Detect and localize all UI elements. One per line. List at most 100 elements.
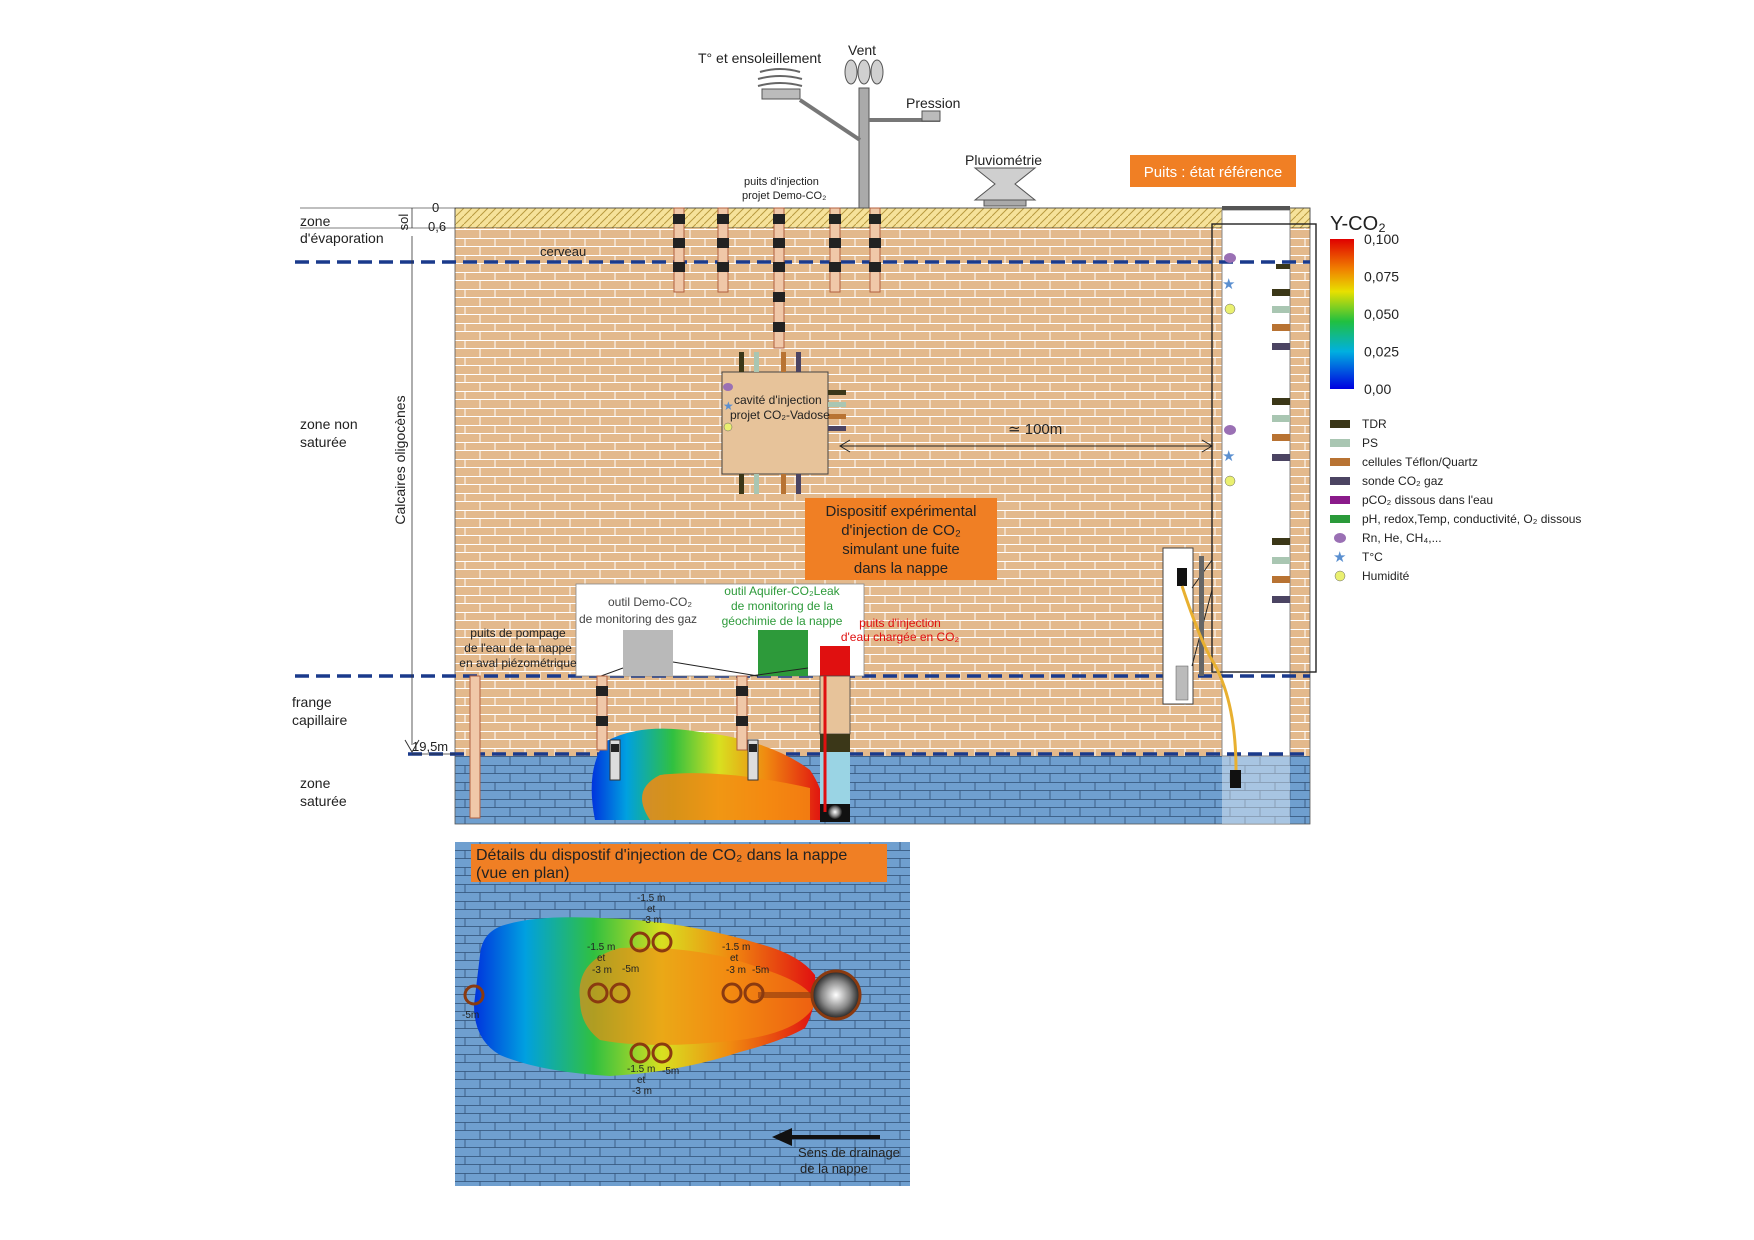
legend-label-rn: Rn, He, CH₄,... (1362, 531, 1442, 545)
injection-cavity (721, 352, 846, 494)
plan-depth-top-3: -3 m (642, 915, 662, 926)
plan-depth-bottom-5: -5m (662, 1066, 679, 1077)
injection-well-plan-icon (810, 969, 862, 1021)
injection-water-label-2: d'eau chargée en CO₂ (841, 630, 960, 644)
legend-label-humidite: Humidité (1362, 569, 1410, 583)
cavity-label-2: projet CO₂-Vadose (730, 408, 830, 422)
aquifer-tool-icon (758, 630, 808, 676)
injection-water-well (819, 675, 851, 822)
scale-tick-label: 0,025 (1364, 344, 1399, 360)
plan-depth-bottom-2: et (637, 1075, 646, 1086)
plan-depth-midleft-3: -3 m (592, 965, 612, 976)
plan-depth-right-3: -3 m (726, 965, 746, 976)
legend: TDR PS cellules Téflon/Quartz sonde CO₂ gaz… (1330, 417, 1581, 583)
distance-label: ≃ 100m (1008, 421, 1062, 438)
demo-wells-label-1: puits d'injection (744, 176, 819, 188)
legend-label-ps: PS (1362, 436, 1378, 450)
legend-label-teflon: cellules Téflon/Quartz (1362, 455, 1478, 469)
legend-label-pco2: pCO₂ dissous dans l'eau (1362, 493, 1493, 507)
weather-station (757, 59, 1037, 209)
rain-gauge-icon (973, 167, 1037, 201)
cavity-label-1: cavité d'injection (734, 393, 822, 407)
legend-swatch-tdr (1330, 420, 1350, 428)
plan-view-title-bar (471, 844, 887, 882)
aquifer-layer (455, 756, 1310, 824)
barometer-icon (921, 110, 941, 122)
pumping-label-3: en aval piézométrique (459, 656, 577, 670)
experiment-box (805, 498, 997, 580)
frange-label-1: frange (292, 694, 332, 710)
pumping-well (469, 675, 481, 819)
zone-evaporation-label-1: zone (300, 213, 331, 229)
reference-well-sensors (1224, 253, 1290, 603)
aquifer-tool-label-3: géochimie de la nappe (722, 614, 843, 628)
demo-wells-label-2: projet Demo-CO₂ (742, 190, 826, 202)
legend-swatch-humidite (1334, 570, 1346, 582)
legend-swatch-ps (1330, 439, 1350, 447)
temperature-label: T° et ensoleillement (698, 50, 821, 66)
reference-tc-icon-2: ★ (1222, 448, 1235, 465)
plan-depth-top-2: et (647, 904, 656, 915)
experiment-label-1: Dispositif expérimental (826, 503, 977, 520)
legend-swatch-tc: ★ (1333, 549, 1346, 566)
reference-tc-icon-1: ★ (1222, 276, 1235, 293)
plan-view-title-2: (vue en plan) (476, 865, 569, 882)
legend-label-tc: T°C (1362, 550, 1383, 564)
plan-depth-right-5: -5m (752, 965, 769, 976)
cerveau-label: cerveau (540, 244, 586, 259)
zone-saturee-label-1: zone (300, 775, 331, 791)
pumping-label-2: de l'eau de la nappe (464, 641, 572, 655)
soil-layer (454, 207, 1311, 229)
experiment-label-2: d'injection de CO₂ (841, 522, 961, 539)
rain-label: Pluviométrie (965, 152, 1042, 168)
plan-depth-right-2: et (730, 953, 739, 964)
pumping-label-1: puits de pompage (470, 626, 566, 640)
legend-label-ph: pH, redox,Temp, conductivité, O₂ dissous (1362, 512, 1581, 526)
demo-tool-label-1: outil Demo-CO₂ (608, 595, 692, 609)
bottom-depth-label: 19,5m (412, 739, 448, 754)
plan-depth-midleft-2: et (597, 953, 606, 964)
scale-bar (1330, 239, 1354, 389)
legend-label-sonde_co2: sonde CO₂ gaz (1362, 474, 1443, 488)
depth-zero-label: 0 (432, 200, 439, 215)
scale-tick-label: 0,075 (1364, 269, 1399, 285)
plan-depth-farleft: -5m (462, 1010, 479, 1021)
legend-swatch-rn (1334, 533, 1346, 543)
injection-water-label-1: puits d'injection (859, 616, 941, 630)
plan-depth-bottom-3: -3 m (632, 1086, 652, 1097)
legend-swatch-ph (1330, 515, 1350, 523)
zone-saturee-label-2: saturée (300, 793, 347, 809)
frange-label-2: capillaire (292, 712, 347, 728)
demo-tool-label-2: de monitoring des gaz (579, 612, 697, 626)
experiment-label-4: dans la nappe (854, 560, 948, 577)
plan-wells (463, 931, 765, 1064)
sol-label: sol (396, 214, 411, 231)
temperature-sensor-icon (757, 68, 803, 87)
depth-soil-label: 0,6 (428, 219, 446, 234)
plan-depth-midleft-1: -1.5 m (587, 942, 615, 953)
reference-well-frame (1211, 223, 1317, 673)
plan-depth-right-1: -1.5 m (722, 942, 750, 953)
scale-title: Y-CO₂ (1330, 213, 1386, 235)
demo-wells (673, 207, 881, 349)
anemometer-icon (857, 59, 871, 85)
legend-swatch-sonde_co2 (1330, 477, 1350, 485)
experiment-label-3: simulant une fuite (842, 541, 960, 558)
reference-pipe (1180, 585, 1238, 771)
zone-non-saturee-label-2: saturée (300, 434, 347, 450)
formation-label: Calcaires oligocènes (392, 395, 408, 524)
scale-tick-label: 0,00 (1364, 381, 1391, 397)
plan-view-title-1: Détails du dispostif d'injection de CO₂ … (476, 847, 847, 864)
monitoring-wells (596, 675, 759, 781)
zone-evaporation-label-2: d'évaporation (300, 230, 384, 246)
pressure-label: Pression (906, 95, 960, 111)
zone-non-saturee-label-1: zone non (300, 416, 358, 432)
cavity-tc-icon: ★ (723, 399, 734, 413)
legend-label-tdr: TDR (1362, 417, 1387, 431)
legend-swatch-teflon (1330, 458, 1350, 466)
plan-depth-bottom-1: -1.5 m (627, 1064, 655, 1075)
plan-depth-midleft-5: -5m (622, 964, 639, 975)
injection-water-icon (820, 646, 850, 676)
reference-well-label: Puits : état référence (1144, 164, 1282, 181)
legend-swatch-pco2 (1330, 496, 1350, 504)
